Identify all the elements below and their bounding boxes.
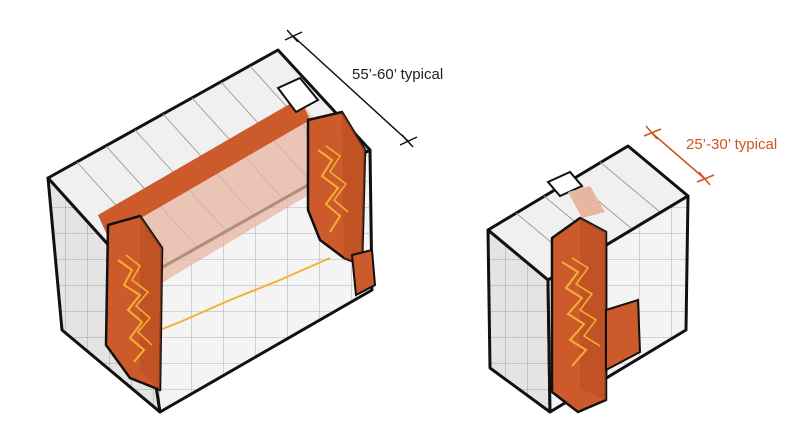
small-building xyxy=(486,144,690,414)
large-building-roof-notch xyxy=(276,76,320,114)
small-building-shaft xyxy=(568,186,605,218)
small-building-roof-bump xyxy=(546,170,584,198)
small-dimension-line xyxy=(643,125,715,186)
large-dimension-label: 55’-60’ typical xyxy=(352,66,444,83)
small-dimension-label: 25’-30’ typical xyxy=(686,136,778,153)
large-dimension-line xyxy=(284,29,418,148)
small-building-core xyxy=(550,216,642,414)
large-building xyxy=(46,48,377,414)
large-building-courtyard xyxy=(100,100,350,290)
large-building-right-core xyxy=(306,110,377,297)
large-building-left-core xyxy=(104,214,164,392)
large-building-corridor xyxy=(98,98,310,237)
large-building-corridor-stair xyxy=(159,257,331,331)
